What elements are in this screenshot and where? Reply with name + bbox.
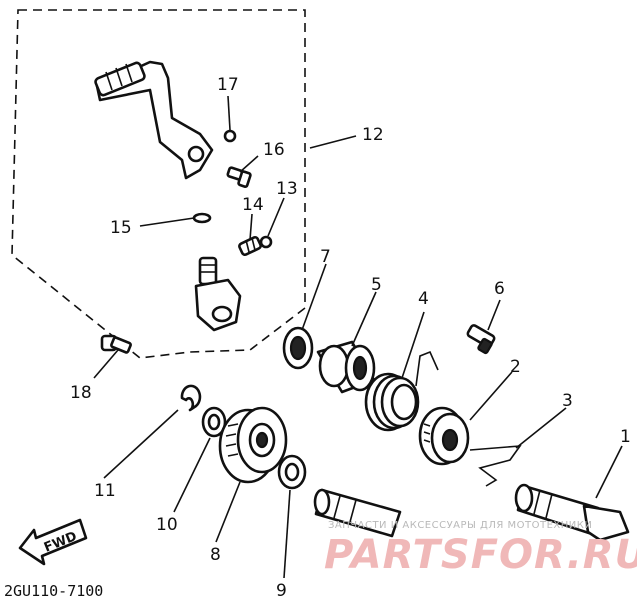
fwd-arrow: FWD <box>18 518 88 566</box>
part-18-bolt <box>100 334 132 354</box>
callout-12: 12 <box>362 125 384 145</box>
callout-numbers: 17 16 12 14 13 15 7 5 4 6 2 3 1 18 11 10… <box>70 75 631 601</box>
part-3-spring-clip <box>469 445 522 487</box>
callout-16: 16 <box>263 140 285 160</box>
part-16-bolt <box>226 166 252 188</box>
part-7-bearing <box>282 326 314 370</box>
part-14-spring <box>238 236 262 256</box>
drawing-code: 2GU110-7100 <box>4 582 103 600</box>
callout-4: 4 <box>418 289 429 309</box>
part-4-torsion-spring <box>364 350 439 432</box>
part-15-clip <box>192 212 212 224</box>
callout-3: 3 <box>562 391 573 411</box>
part-8-kick-gear <box>218 406 288 484</box>
callout-1: 1 <box>620 427 631 447</box>
callout-10: 10 <box>156 515 178 535</box>
callout-18: 18 <box>70 383 92 403</box>
callout-17: 17 <box>217 75 239 95</box>
watermark: ЗАПЧАСТИ И АКСЕССУАРЫ ДЛЯ МОТОТЕХНИКИ PA… <box>324 520 637 578</box>
leader-lines <box>93 95 623 579</box>
callout-2: 2 <box>510 357 521 377</box>
part-1-kick-shaft <box>514 483 630 542</box>
callout-11: 11 <box>94 481 116 501</box>
callout-15: 15 <box>110 218 132 238</box>
kick-assembly-boundary <box>11 9 306 359</box>
part-13-ball <box>259 235 273 249</box>
part-10-washer <box>201 406 227 438</box>
part-2-ratchet <box>418 406 470 466</box>
watermark-logo: PARTSFOR.RU <box>324 532 637 578</box>
part-9-washer <box>277 454 307 490</box>
part-6-pin <box>466 324 496 355</box>
splined-shaft <box>313 488 402 538</box>
part-11-circlip <box>180 384 202 412</box>
callout-9: 9 <box>276 581 287 601</box>
callout-5: 5 <box>371 275 382 295</box>
callout-13: 13 <box>276 179 298 199</box>
watermark-caption: ЗАПЧАСТИ И АКСЕССУАРЫ ДЛЯ МОТОТЕХНИКИ <box>328 520 592 531</box>
callout-7: 7 <box>320 247 331 267</box>
part-17-ball <box>223 129 237 143</box>
callout-14: 14 <box>242 195 264 215</box>
kick-boss <box>194 256 242 332</box>
callout-8: 8 <box>210 545 221 565</box>
kick-crank-lever <box>94 60 214 180</box>
callout-6: 6 <box>494 279 505 299</box>
part-5-collar <box>316 340 376 394</box>
